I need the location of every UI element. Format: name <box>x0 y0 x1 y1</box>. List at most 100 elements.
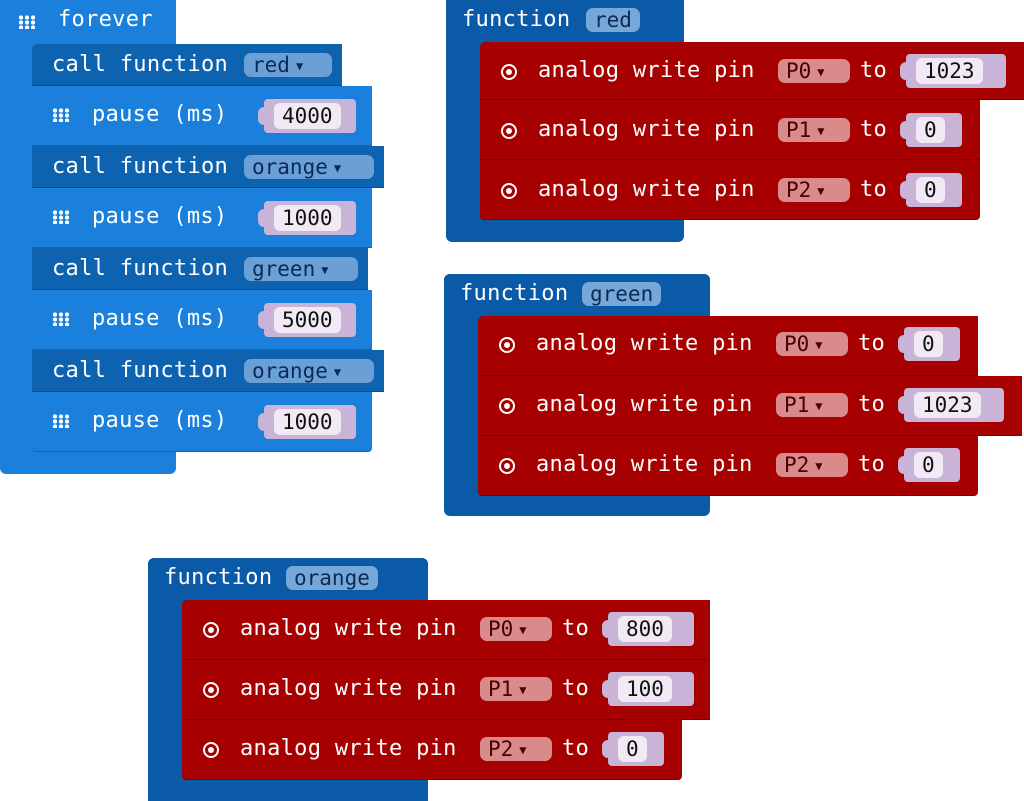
pause-block[interactable]: pause (ms) 1000 <box>32 188 372 248</box>
function-red-header[interactable]: function red <box>446 0 684 42</box>
number-value[interactable]: 0 <box>914 452 943 478</box>
number-slot[interactable]: 0 <box>602 732 664 766</box>
radio-target-icon <box>499 458 515 474</box>
number-value[interactable]: 0 <box>618 736 647 762</box>
caret-down-icon: ▼ <box>815 459 823 473</box>
to-label: to <box>858 392 886 417</box>
number-slot[interactable]: 0 <box>898 448 960 482</box>
number-value[interactable]: 1000 <box>274 409 341 435</box>
analog-write-label: analog write pin <box>240 676 457 701</box>
number-slot[interactable]: 1023 <box>898 388 1004 422</box>
caret-down-icon: ▼ <box>519 683 527 697</box>
function-dropdown[interactable]: red▼ <box>244 53 332 77</box>
analog-write-block[interactable]: analog write pin P0▼ to 0 <box>478 316 978 376</box>
caret-down-icon: ▼ <box>321 263 329 277</box>
function-label: function <box>462 7 571 32</box>
analog-write-block[interactable]: analog write pin P2▼ to 0 <box>480 160 980 220</box>
analog-write-block[interactable]: analog write pin P1▼ to 100 <box>182 660 710 720</box>
number-value[interactable]: 1000 <box>274 205 341 231</box>
pause-block[interactable]: pause (ms) 4000 <box>32 86 372 146</box>
pin-dropdown[interactable]: P1▼ <box>778 118 850 142</box>
forever-label: forever <box>58 7 153 32</box>
analog-write-block[interactable]: analog write pin P0▼ to 800 <box>182 600 710 660</box>
grid-icon <box>52 210 70 224</box>
caret-down-icon: ▼ <box>817 124 825 138</box>
to-label: to <box>860 177 888 202</box>
pause-label: pause (ms) <box>92 306 228 331</box>
analog-write-block[interactable]: analog write pin P2▼ to 0 <box>182 720 682 780</box>
analog-write-label: analog write pin <box>536 331 753 356</box>
function-dropdown[interactable]: green▼ <box>244 257 358 281</box>
number-value[interactable]: 4000 <box>274 103 341 129</box>
pin-dropdown[interactable]: P0▼ <box>776 332 848 356</box>
function-green-header[interactable]: function green <box>444 274 710 316</box>
function-orange-header[interactable]: function orange <box>148 558 428 600</box>
caret-down-icon: ▼ <box>817 65 825 79</box>
caret-down-icon: ▼ <box>333 365 342 379</box>
number-slot[interactable]: 5000 <box>258 303 356 337</box>
pause-block[interactable]: pause (ms) 1000 <box>32 392 372 452</box>
to-label: to <box>858 452 886 477</box>
analog-write-block[interactable]: analog write pin P1▼ to 1023 <box>478 376 1022 436</box>
call-function-block[interactable]: call function orange▼ <box>32 350 384 392</box>
pin-dropdown[interactable]: P2▼ <box>480 737 552 761</box>
analog-write-block[interactable]: analog write pin P2▼ to 0 <box>478 436 978 496</box>
number-value[interactable]: 800 <box>618 616 672 642</box>
function-name[interactable]: red <box>586 8 640 32</box>
pause-label: pause (ms) <box>92 408 228 433</box>
pin-dropdown[interactable]: P0▼ <box>480 617 552 641</box>
radio-target-icon <box>501 123 517 139</box>
analog-write-label: analog write pin <box>538 117 755 142</box>
call-function-label: call function <box>52 52 229 77</box>
function-label: function <box>460 281 569 306</box>
forever-header[interactable]: forever <box>0 0 176 44</box>
to-label: to <box>562 676 590 701</box>
analog-write-block[interactable]: analog write pin P0▼ to 1023 <box>480 42 1024 100</box>
pin-dropdown[interactable]: P2▼ <box>778 178 850 202</box>
pin-dropdown[interactable]: P0▼ <box>778 59 850 83</box>
to-label: to <box>858 331 886 356</box>
to-label: to <box>860 58 888 83</box>
analog-write-label: analog write pin <box>536 452 753 477</box>
analog-write-label: analog write pin <box>538 58 755 83</box>
number-value[interactable]: 0 <box>914 331 943 357</box>
function-dropdown[interactable]: orange▼ <box>244 155 374 179</box>
radio-target-icon <box>499 398 515 414</box>
number-value[interactable]: 5000 <box>274 307 341 333</box>
pin-dropdown[interactable]: P1▼ <box>480 677 552 701</box>
number-slot[interactable]: 0 <box>900 113 962 147</box>
pause-label: pause (ms) <box>92 204 228 229</box>
number-slot[interactable]: 0 <box>898 327 960 361</box>
number-slot[interactable]: 1023 <box>900 54 1006 88</box>
number-value[interactable]: 100 <box>618 676 672 702</box>
radio-target-icon <box>501 64 517 80</box>
number-slot[interactable]: 1000 <box>258 201 356 235</box>
pin-dropdown[interactable]: P2▼ <box>776 453 848 477</box>
number-slot[interactable]: 100 <box>602 672 694 706</box>
number-slot[interactable]: 800 <box>602 612 694 646</box>
analog-write-label: analog write pin <box>240 736 457 761</box>
caret-down-icon: ▼ <box>815 399 823 413</box>
radio-target-icon <box>203 742 219 758</box>
number-slot[interactable]: 0 <box>900 173 962 207</box>
pause-block[interactable]: pause (ms) 5000 <box>32 290 372 350</box>
call-function-block[interactable]: call function orange▼ <box>32 146 384 188</box>
function-label: function <box>164 565 273 590</box>
analog-write-label: analog write pin <box>240 616 457 641</box>
number-slot[interactable]: 4000 <box>258 99 356 133</box>
call-function-label: call function <box>52 154 229 179</box>
call-function-block[interactable]: call function green▼ <box>32 248 368 290</box>
number-value[interactable]: 1023 <box>914 392 981 418</box>
function-dropdown[interactable]: orange▼ <box>244 359 374 383</box>
caret-down-icon: ▼ <box>333 161 342 175</box>
number-value[interactable]: 1023 <box>916 58 983 84</box>
number-slot[interactable]: 1000 <box>258 405 356 439</box>
pin-dropdown[interactable]: P1▼ <box>776 393 848 417</box>
caret-down-icon: ▼ <box>519 743 527 757</box>
function-name[interactable]: green <box>582 282 662 306</box>
function-name[interactable]: orange <box>286 566 378 590</box>
analog-write-block[interactable]: analog write pin P1▼ to 0 <box>480 100 980 160</box>
call-function-block[interactable]: call function red▼ <box>32 44 342 86</box>
number-value[interactable]: 0 <box>916 117 945 143</box>
number-value[interactable]: 0 <box>916 177 945 203</box>
